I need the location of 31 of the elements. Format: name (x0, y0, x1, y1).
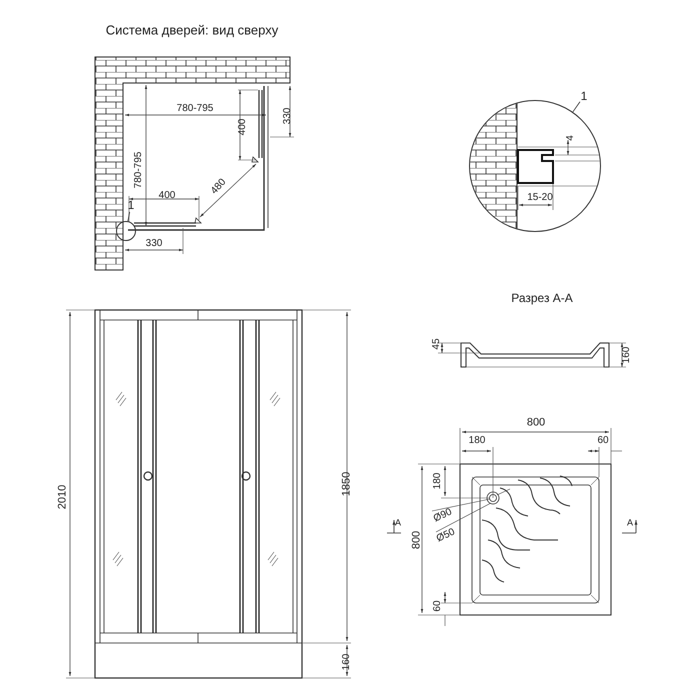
dimension-value: 780-795 (134, 152, 144, 188)
leader-line (128, 211, 130, 222)
dimension-value: 180 (433, 472, 443, 490)
dimension-value: 330 (146, 239, 162, 249)
dimension-value: Ø90 (432, 507, 454, 525)
dimension-value: 160 (342, 654, 352, 670)
dimension-value: Ø50 (435, 527, 457, 545)
dimension-value: 780-795 (176, 104, 214, 114)
dimension-value: 160 (622, 346, 632, 364)
leader-line (572, 101, 580, 112)
dimension-value: 800 (412, 530, 422, 550)
dimension-value: 1850 (342, 472, 352, 496)
dimension-value: 15-20 (527, 193, 553, 203)
dimension-value: 400 (238, 118, 248, 136)
view-title: Система дверей: вид сверху (106, 24, 278, 36)
dimension-value: 400 (158, 191, 176, 201)
detail-circle (116, 221, 136, 241)
section-letter: А (395, 518, 401, 528)
dimension-value: 180 (468, 436, 486, 446)
dimension-value: 45 (432, 338, 442, 350)
dimension-value: 480 (210, 177, 228, 197)
dimension-value: 60 (433, 600, 443, 612)
callout-number: 1 (580, 90, 588, 102)
dimension-value: 800 (526, 418, 546, 428)
view-title: Разрез А-А (511, 292, 573, 304)
dimension-value: 60 (597, 436, 609, 446)
dimension-value: 4 (566, 135, 576, 141)
section-letter: А (627, 518, 633, 528)
dimension-value: 2010 (58, 484, 68, 510)
dimension-value: 330 (283, 108, 293, 124)
callout-number: 1 (128, 199, 134, 211)
